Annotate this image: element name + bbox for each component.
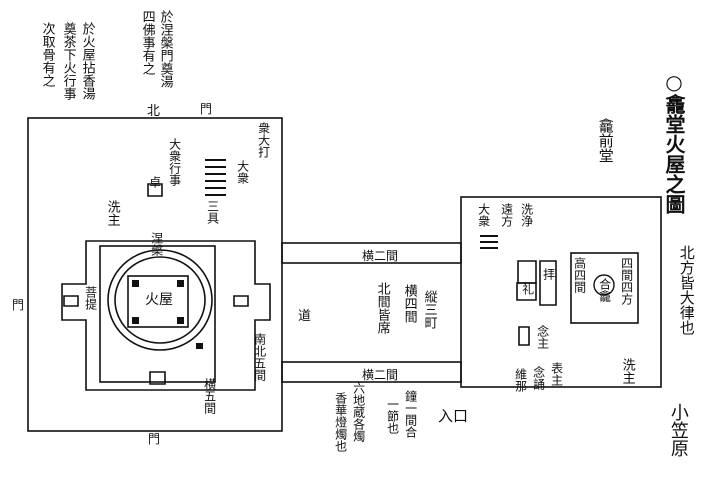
south-gate: 門	[148, 432, 161, 446]
altar-label: 合龕	[597, 278, 612, 302]
top-note-2: 奠茶下火行事	[60, 22, 76, 100]
misc-6: 礼	[520, 283, 535, 295]
monks-1: 衆大打	[256, 122, 271, 158]
north-letter: 北	[147, 104, 161, 119]
six-kings-1: 六地蔵各燭	[351, 382, 366, 442]
dims-2: 横四間	[401, 284, 417, 323]
misc-1: 表主	[549, 362, 564, 386]
gandou-front-hall	[460, 196, 662, 388]
dims-3: 北間皆席	[374, 282, 390, 334]
misc-4: 大衆	[476, 203, 491, 227]
outer-enclosure	[27, 117, 283, 432]
corridor-top-label: 横二間	[362, 249, 399, 263]
four-pillars: 四間四方	[619, 257, 634, 305]
bell-1: 鐘一間合	[403, 390, 418, 438]
inner-2: 菩提	[83, 286, 98, 310]
inner-cross-hall	[61, 240, 271, 391]
high-four: 高四間	[572, 257, 587, 293]
title-text: 龕堂火屋之圖	[662, 94, 686, 214]
top-note-4: 於涅槃門奠湯	[157, 10, 173, 88]
misc-8: 念主	[535, 325, 550, 349]
fire-house-ring	[107, 249, 213, 351]
south-dims: 南北五間	[252, 333, 267, 381]
corridor-bottom-label: 横二間	[362, 368, 399, 382]
monks-3: 大衆	[235, 160, 250, 184]
fire-house-label: 火屋	[145, 292, 173, 308]
altar-circle	[593, 274, 615, 296]
fire-house-center	[127, 275, 189, 328]
north-gate: 門	[200, 102, 213, 116]
misc-3: 維那	[513, 368, 528, 392]
entrance-label: 入口	[438, 407, 469, 425]
misc-5: 洗浄	[519, 203, 534, 227]
author-label: 小笠原	[667, 403, 689, 457]
top-note-1: 於火屋拈香湯	[79, 22, 95, 100]
diagram-title: ○龕堂火屋之圖	[662, 70, 686, 214]
altar-enclosure	[570, 252, 639, 324]
right-note-1: 北方皆大律也	[677, 245, 696, 335]
top-note-5: 四佛事有之	[139, 10, 155, 75]
monks-2: 大衆行事	[167, 138, 182, 186]
misc-2: 念誦	[531, 366, 546, 390]
wash-1: 洗主	[619, 358, 635, 384]
wash-2: 洗主	[104, 200, 120, 226]
small-2: 三具	[205, 200, 220, 224]
horiz-5: 横五間	[202, 378, 217, 414]
inner-1: 涅槃	[149, 232, 164, 256]
small-1: 卓	[147, 176, 162, 188]
west-gate: 門	[12, 298, 25, 312]
title-mark: ○	[662, 70, 686, 94]
misc-9: 遠方	[499, 203, 514, 227]
road-label: 道	[298, 309, 312, 324]
six-kings-2: 香華燈燭也	[333, 392, 348, 452]
dims-1: 縦三町	[421, 290, 437, 329]
fire-house-ring-inner	[114, 256, 206, 344]
inner-square	[99, 245, 216, 383]
misc-7: 拝	[541, 268, 556, 280]
gandou-front-label: 龕前堂	[596, 118, 615, 163]
bell-2: 一節也	[385, 398, 400, 434]
top-note-3: 次取骨有之	[39, 22, 55, 87]
